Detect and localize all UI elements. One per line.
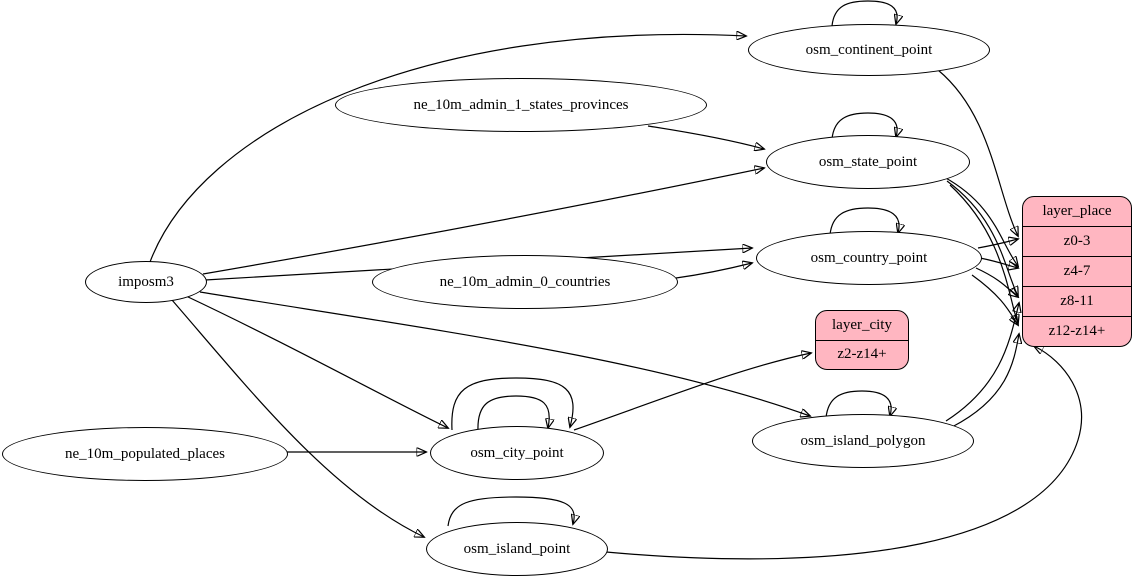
layer_place-row-z12-z14: z12-z14+: [1023, 316, 1131, 346]
self-loop-osm_city_point-inner: [477, 395, 549, 432]
edge-osm_island_polygon-to-layer_place-z8-11: [945, 303, 1019, 422]
self-loop-osm_island_polygon: [825, 390, 891, 419]
node-ne_10m_populated_places: ne_10m_populated_places: [2, 427, 288, 481]
edge-osm_island_point-to-layer_place-z12-z14: [605, 346, 1083, 560]
node-osm_state_point: osm_state_point: [766, 135, 970, 189]
layer_city-row-z2-z14: z2-z14+: [816, 339, 908, 370]
layer_city-title: layer_city: [832, 316, 892, 333]
node-osm_island_point: osm_island_point: [426, 522, 608, 576]
self-loop-osm_island_point: [447, 496, 574, 527]
node-layer_place: layer_place z0-3 z4-7 z8-11 z12-z14+: [1022, 196, 1132, 347]
edge-imposm3-to-osm_city_point: [185, 295, 448, 428]
self-loop-osm_city_point-outer: [451, 377, 573, 431]
edge-osm_country_point-to-layer_place-z8-11: [975, 267, 1018, 297]
edge-imposm3-to-osm_continent_point: [149, 34, 746, 263]
node-imposm3: imposm3: [85, 261, 207, 303]
edge-osm_country_point-to-layer_place-z4-7: [979, 257, 1018, 268]
node-osm_continent_point: osm_continent_point: [748, 24, 990, 76]
node-osm_country_point: osm_country_point: [756, 231, 982, 285]
edge-imposm3-to-osm_island_polygon: [199, 291, 810, 416]
layer_place-title: layer_place: [1042, 203, 1112, 219]
edge-imposm3-to-osm_state_point: [202, 168, 764, 275]
edge-ne_10m_admin_0_countries-to-osm_country_point: [675, 263, 752, 279]
edge-ne_10m_admin_1_states_provinces-to-osm_state_point: [647, 125, 764, 149]
edge-osm_continent_point-to-layer_place-z0-3: [937, 69, 1018, 236]
node-ne_10m_admin_1_states_provinces: ne_10m_admin_1_states_provinces: [335, 78, 707, 132]
self-loop-osm_country_point: [829, 207, 899, 236]
node-osm_island_polygon: osm_island_polygon: [752, 414, 974, 468]
node-ne_10m_admin_0_countries: ne_10m_admin_0_countries: [372, 255, 678, 309]
node-osm_city_point: osm_city_point: [430, 426, 604, 480]
edge-osm_city_point-to-layer_city-z2-z14: [573, 353, 811, 431]
edge-osm_state_point-to-layer_place-z8-11: [946, 180, 1018, 296]
layer_place-row-z0-3: z0-3: [1023, 226, 1131, 256]
layer_place-row-z8-11: z8-11: [1023, 286, 1131, 316]
edge-osm_island_polygon-to-layer_place-z12-z14: [951, 334, 1019, 428]
edge-osm_state_point-to-layer_place-z4-7: [943, 176, 1018, 266]
layer_place-row-z4-7: z4-7: [1023, 256, 1131, 286]
edge-osm_country_point-to-layer_place-z0-3: [977, 239, 1018, 249]
node-layer_city: layer_city z2-z14+: [815, 310, 909, 370]
self-loop-osm_state_point: [831, 112, 897, 140]
edge-imposm3-to-osm_island_point: [171, 299, 424, 537]
self-loop-osm_continent_point: [831, 0, 897, 27]
edge-osm_country_point-to-layer_place-z12-z14: [971, 274, 1018, 325]
